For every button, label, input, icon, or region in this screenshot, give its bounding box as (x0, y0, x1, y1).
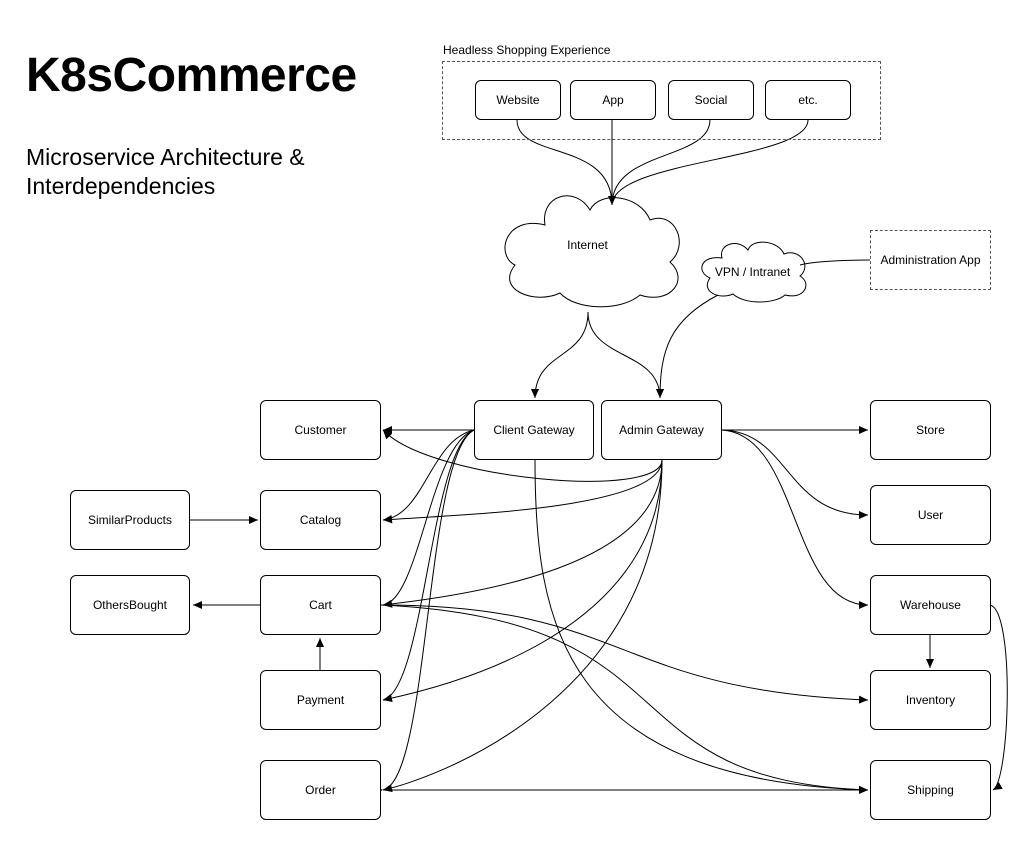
group-label: Headless Shopping Experience (443, 43, 611, 57)
diagram-subtitle: Microservice Architecture & Interdepende… (26, 143, 356, 201)
edge-adminapp-vpn (799, 259, 871, 266)
edge-admin-payment (382, 459, 663, 703)
service-similar-products: SimilarProducts (70, 490, 190, 550)
internet-cloud (504, 195, 680, 308)
service-catalog: Catalog (260, 490, 381, 550)
edge-cart-shipping (380, 604, 869, 791)
vpn-cloud (701, 241, 807, 303)
edge-client-shipping (534, 459, 869, 794)
edge-cart-inventory (380, 604, 869, 704)
service-warehouse: Warehouse (870, 575, 991, 635)
subtitle-line-2: Interdependencies (26, 173, 216, 199)
edge-admin-customer (382, 429, 663, 482)
edge-admin-order (382, 459, 663, 793)
service-user: User (870, 485, 991, 545)
edge-internet-admin-gateway (587, 311, 664, 399)
service-shipping: Shipping (870, 760, 991, 820)
service-payment: Payment (260, 670, 381, 730)
internet-label: Internet (567, 238, 608, 252)
subtitle-line-1: Microservice Architecture & (26, 144, 305, 170)
channel-website: Website (475, 80, 561, 120)
edge-internet-client-gateway (531, 311, 589, 399)
vpn-label: VPN / Intranet (714, 265, 791, 279)
edge-client-order (382, 429, 475, 792)
edge-client-payment (382, 429, 475, 702)
administration-app: Administration App (870, 230, 991, 290)
edge-social-internet (611, 119, 711, 206)
service-customer: Customer (260, 400, 381, 460)
diagram-title: K8sCommerce (26, 49, 357, 102)
edge-warehouse-shipping (989, 604, 1008, 791)
service-store: Store (870, 400, 991, 460)
service-others-bought: OthersBought (70, 575, 190, 635)
client-gateway: Client Gateway (474, 400, 594, 460)
edge-admin-warehouse (721, 429, 869, 609)
service-order: Order (260, 760, 381, 820)
edge-client-cart (382, 429, 475, 608)
channel-app: App (570, 80, 656, 120)
admin-gateway: Admin Gateway (601, 400, 722, 460)
edge-admin-catalog (382, 459, 663, 524)
channel-etc: etc. (765, 80, 851, 120)
service-inventory: Inventory (870, 670, 991, 730)
edge-admin-user (721, 429, 869, 519)
edge-vpn-admin-gateway (656, 294, 719, 399)
headless-shopping-group (442, 61, 881, 140)
edge-website-internet (516, 119, 616, 206)
channel-social: Social (668, 80, 754, 120)
service-cart: Cart (260, 575, 381, 635)
edge-etc-internet (611, 119, 809, 206)
edge-client-catalog (382, 429, 475, 523)
